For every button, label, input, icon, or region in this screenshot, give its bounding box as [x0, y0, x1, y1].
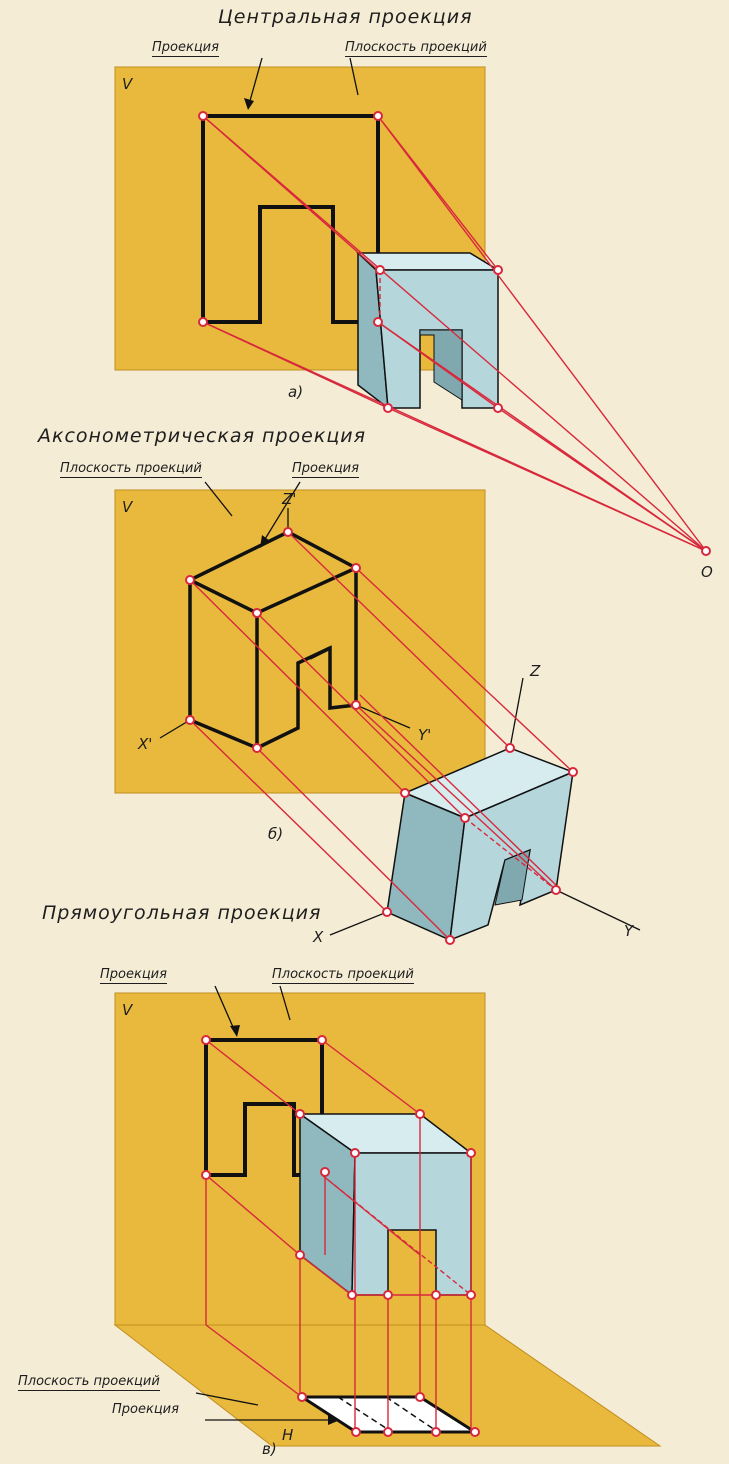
projectors-b — [189, 531, 574, 941]
title-orthographic: Прямоугольная проекция — [42, 902, 322, 924]
label-projection-a: Проекция — [152, 40, 219, 57]
leader-arrow-b — [260, 535, 270, 548]
axis-x-proj: X' — [138, 735, 153, 753]
caption-b: б) — [268, 825, 284, 843]
projectors-a — [202, 115, 707, 552]
leader-projection-b — [261, 481, 301, 545]
projection-points-b — [185, 527, 578, 945]
leader-arrow-c — [230, 1025, 240, 1037]
label-projection-b: Проекция — [292, 461, 359, 478]
plane-letter-b: V — [122, 498, 133, 516]
axes-b — [329, 677, 641, 936]
axis-z-proj: Z' — [282, 490, 297, 508]
label-plane-c: Плоскость проекций — [272, 967, 414, 984]
leader-projection-a — [247, 57, 263, 109]
caption-a: а) — [288, 383, 304, 401]
title-central: Центральная проекция — [218, 6, 473, 28]
panel-orthographic-projection — [113, 985, 662, 1447]
orthographic-projection-outline — [204, 1038, 324, 1177]
panel-axonometric-projection — [114, 481, 641, 945]
central-projection-outline — [201, 114, 380, 324]
plane-letter-h: H — [282, 1426, 294, 1444]
projection-points-c — [201, 1035, 480, 1437]
plane-letter-a: V — [122, 75, 133, 93]
axis-x: X — [313, 928, 324, 946]
caption-c: в) — [262, 1440, 277, 1458]
label-h-projection: Проекция — [112, 1402, 179, 1417]
leader-arrow-a — [244, 98, 254, 110]
leader-h-plane — [195, 1392, 259, 1406]
label-projection-c: Проекция — [100, 967, 167, 984]
center-o-label: O — [701, 563, 713, 581]
plane-letter-c: V — [122, 1001, 133, 1019]
leader-arrow-h — [328, 1415, 340, 1425]
solid-object-c — [297, 1112, 474, 1297]
plane-v-b — [114, 489, 486, 794]
title-axonometric: Аксонометрическая проекция — [38, 425, 367, 447]
label-h-plane: Плоскость проекций — [18, 1374, 160, 1391]
projection-points-a — [198, 111, 711, 556]
axis-y: Y — [624, 922, 634, 940]
leader-plane-b — [204, 481, 233, 517]
axis-z: Z — [530, 662, 541, 680]
leader-plane-c — [279, 985, 291, 1021]
solid-object-a — [356, 251, 501, 410]
label-plane-b: Плоскость проекций — [60, 461, 202, 478]
leader-plane-a — [349, 57, 359, 96]
panel-central-projection — [114, 57, 711, 556]
label-plane-a: Плоскость проекций — [345, 40, 487, 57]
axis-y-proj: Y' — [418, 726, 432, 744]
